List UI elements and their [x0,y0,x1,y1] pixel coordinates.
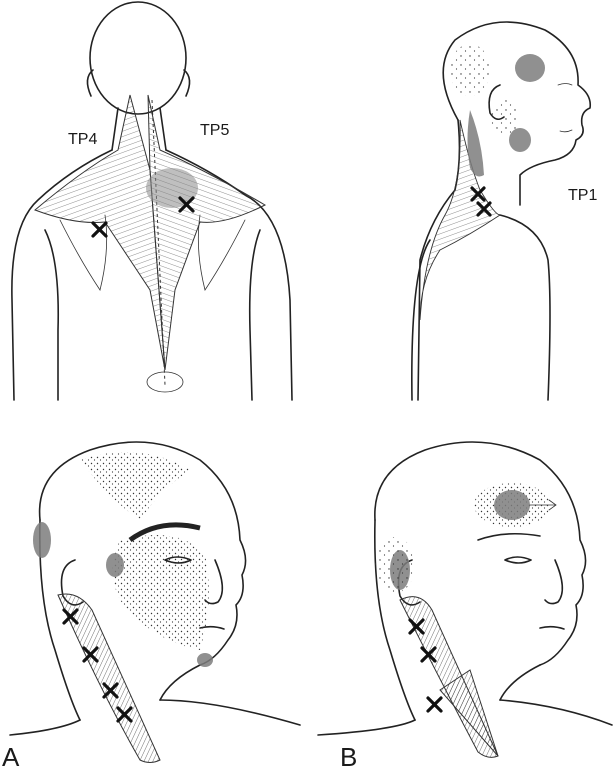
panel-label-a: A [2,742,20,772]
label-tp4: TP4 [68,131,97,148]
panel-label-b: B [340,742,357,772]
scapula-right [198,215,245,290]
referred-pain-forehead-b [494,490,530,520]
arm-right-line [250,230,260,400]
stipple-occiput [450,44,490,96]
brow-b [478,534,540,540]
mouth-line [560,130,572,132]
arm-left-line [45,230,58,400]
referred-pain-chin-a [197,653,213,667]
trigger-point-tp4-icon [93,223,106,236]
eye-line [558,84,572,86]
stipple-face-a [113,535,210,650]
mouth-b [540,627,564,629]
shoulder-a [10,700,300,735]
shoulder-outline [500,215,550,400]
posterior-trapezius-figure: TP4 TP5 [12,2,292,400]
panel-a-figure: A [2,442,300,772]
trapezius-left-half [35,95,165,370]
label-tp1: TP1 [568,187,597,204]
panel-b-figure: B [318,442,612,772]
scapula-left [60,215,107,290]
lateral-trapezius-figure: TP1 [412,22,598,400]
chin-neck-a [160,665,200,700]
neck-back-outline [418,120,459,400]
eye-b [505,557,531,563]
referred-pain-cheek-a [106,553,124,577]
stipple-ear [491,100,519,136]
stipple-ear-b [375,537,415,593]
nose-b [545,560,562,604]
head-outline [90,2,186,114]
referred-pain-occiput-a [33,522,51,558]
label-tp5: TP5 [200,122,229,139]
stipple-scalp-a [80,452,190,520]
upper-trapezius-band [420,120,500,320]
chin-neck-b [500,665,540,700]
referred-pain-neck [468,110,485,176]
referred-pain-temple [515,54,545,82]
trigger-point-b3-icon [428,698,441,711]
